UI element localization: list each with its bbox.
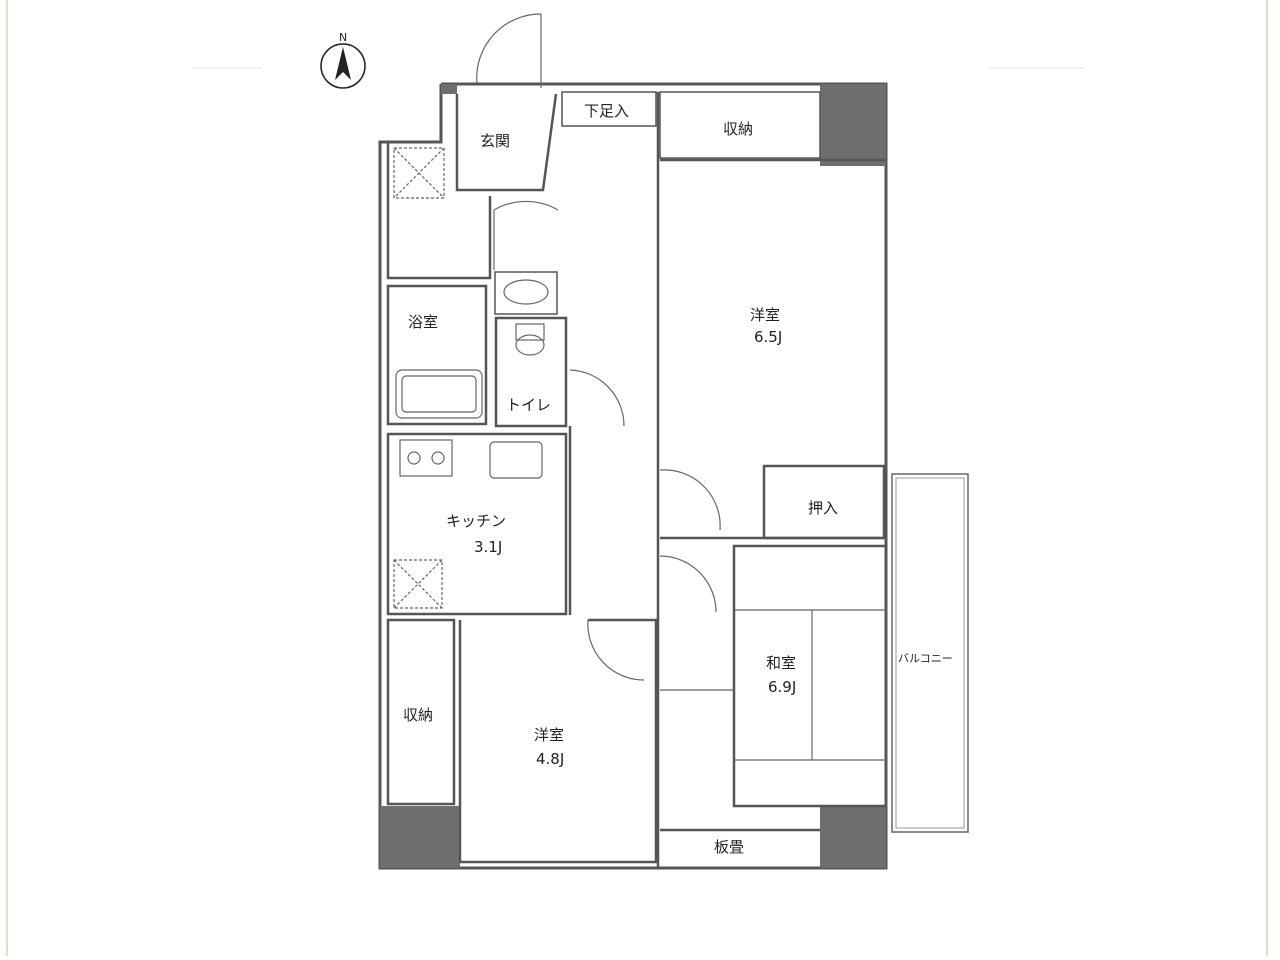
door-swings (493, 200, 721, 681)
room-label-genkan: 玄関 (480, 132, 510, 150)
page-frame (6, 0, 1268, 956)
room-label-storage-top: 収納 (723, 120, 753, 138)
room-label-storage-left: 収納 (403, 706, 433, 724)
interior-walls (386, 91, 888, 868)
room-label-toilet: トイレ (506, 396, 551, 414)
room-label-closet: 押入 (808, 499, 838, 517)
room-label-wooden-floor: 板畳 (714, 838, 744, 856)
room-label-western-large: 洋室 (750, 306, 780, 324)
exterior-walls (378, 82, 888, 870)
balcony-outline (891, 473, 969, 833)
compass-label: N (339, 31, 347, 44)
north-arrow-icon (320, 43, 366, 89)
room-size-western-large: 6.5J (754, 328, 782, 346)
room-size-japanese: 6.9J (768, 678, 796, 696)
room-size-western-small: 4.8J (536, 750, 564, 768)
room-size-kitchen: 3.1J (474, 538, 502, 556)
structural-columns (380, 84, 886, 868)
entrance-door (476, 13, 542, 88)
room-label-western-small: 洋室 (534, 726, 564, 744)
room-label-kitchen: キッチン (446, 512, 506, 530)
room-label-bath: 浴室 (408, 313, 438, 331)
room-label-shoe-cabinet: 下足入 (584, 102, 629, 120)
fixtures (393, 147, 549, 609)
room-label-balcony: バルコニー (898, 652, 953, 665)
room-label-japanese: 和室 (766, 654, 796, 672)
